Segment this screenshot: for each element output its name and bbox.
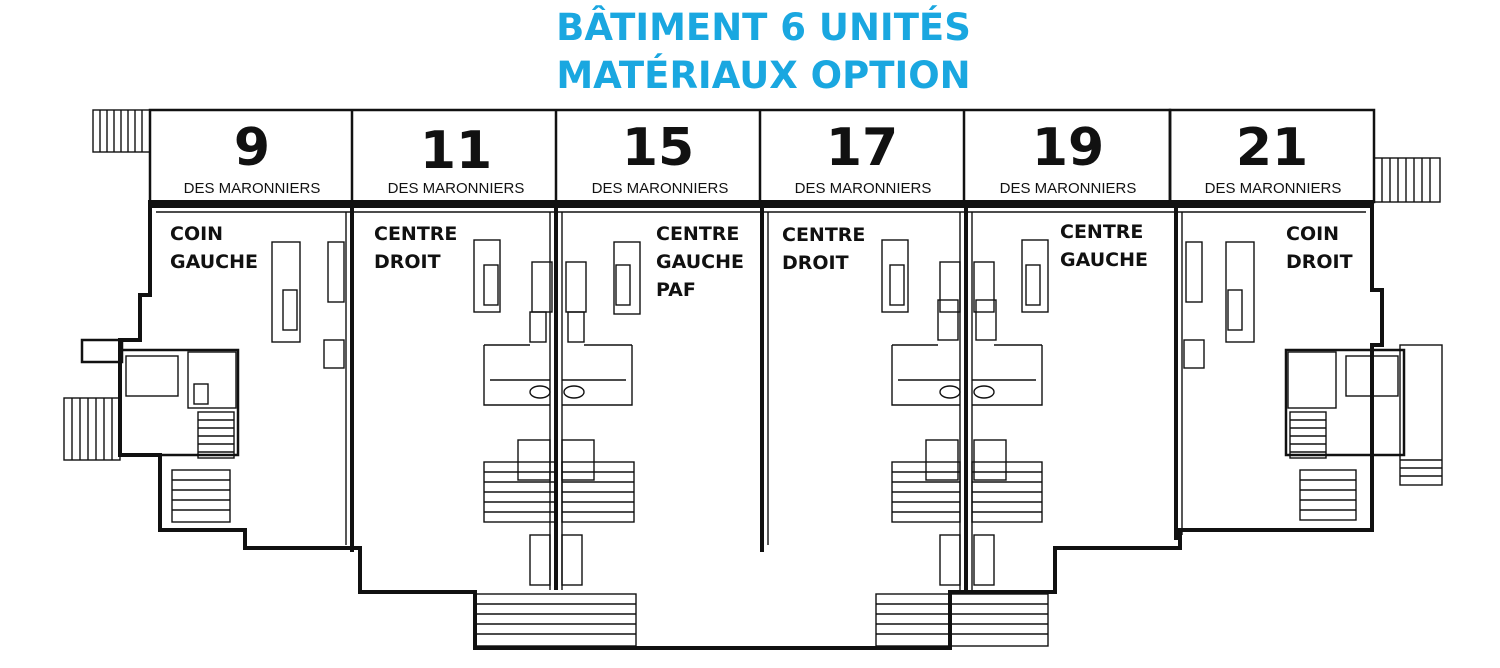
unit-street: DES MARONNIERS xyxy=(592,180,729,197)
unit-street: DES MARONNIERS xyxy=(388,180,525,197)
unit-17: 17 DES MARONNIERS CENTRE DROIT xyxy=(782,118,931,274)
unit-9: 9 DES MARONNIERS COIN GAUCHE xyxy=(170,118,320,273)
plan-linework xyxy=(63,108,1443,650)
unit-number: 15 xyxy=(622,118,694,178)
page-title: BÂTIMENT 6 UNITÉS MATÉRIAUX OPTION xyxy=(0,4,1500,100)
unit-11: 11 DES MARONNIERS CENTRE DROIT xyxy=(374,121,524,273)
unit-number: 11 xyxy=(420,121,492,181)
unit-type-line-1: CENTRE xyxy=(374,223,457,245)
unit-type-line-2: GAUCHE xyxy=(656,251,744,273)
unit-type-line-3: PAF xyxy=(656,279,696,301)
unit-type-line-1: CENTRE xyxy=(782,224,865,246)
unit-type-line-1: COIN xyxy=(1286,223,1339,245)
unit-street: DES MARONNIERS xyxy=(184,180,321,197)
unit-type-line-1: CENTRE xyxy=(656,223,739,245)
unit-type-line-2: GAUCHE xyxy=(1060,249,1148,271)
unit-number: 21 xyxy=(1236,118,1308,178)
unit-street: DES MARONNIERS xyxy=(795,180,932,197)
unit-19: 19 DES MARONNIERS CENTRE GAUCHE xyxy=(1000,118,1148,271)
unit-type-line-1: COIN xyxy=(170,223,223,245)
unit-type-line-1: CENTRE xyxy=(1060,221,1143,243)
unit-21: 21 DES MARONNIERS COIN DROIT xyxy=(1205,118,1353,273)
unit-15: 15 DES MARONNIERS CENTRE GAUCHE PAF xyxy=(592,118,744,301)
unit-type-line-2: GAUCHE xyxy=(170,251,258,273)
title-line-1: BÂTIMENT 6 UNITÉS xyxy=(556,6,971,49)
unit-number: 9 xyxy=(234,118,270,178)
unit-street: DES MARONNIERS xyxy=(1205,180,1342,197)
unit-street: DES MARONNIERS xyxy=(1000,180,1137,197)
unit-type-line-2: DROIT xyxy=(374,251,441,273)
title-line-2: MATÉRIAUX OPTION xyxy=(556,54,971,97)
unit-number: 19 xyxy=(1032,118,1104,178)
unit-type-line-2: DROIT xyxy=(782,252,849,274)
unit-type-line-2: DROIT xyxy=(1286,251,1353,273)
unit-number: 17 xyxy=(826,118,898,178)
